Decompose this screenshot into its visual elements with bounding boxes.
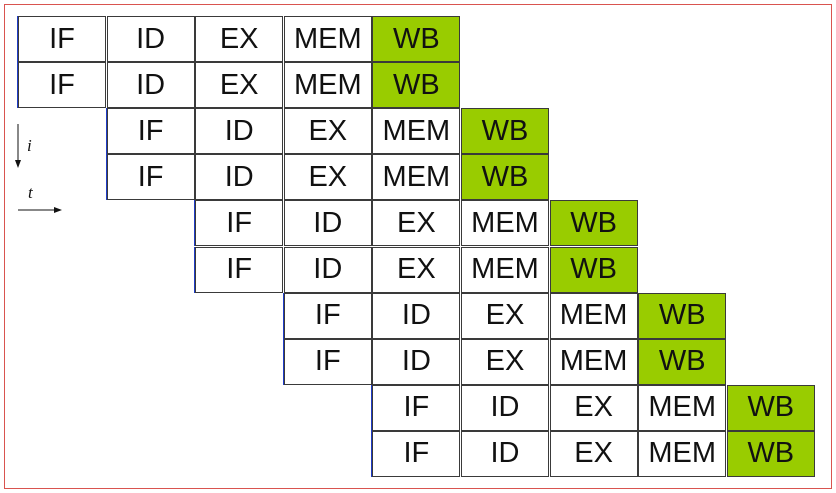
stage-cell-wb: WB — [549, 246, 638, 293]
stage-cell-if: IF — [195, 246, 284, 293]
vertical-axis-label: i — [27, 136, 32, 155]
stage-cell-if: IF — [372, 430, 461, 477]
stage-cell-mem: MEM — [461, 246, 549, 293]
stage-cell-ex: EX — [195, 62, 284, 109]
stage-cell-ex: EX — [549, 430, 638, 477]
stage-cell-mem: MEM — [549, 338, 638, 385]
stage-cell-mem: MEM — [638, 384, 727, 431]
stage-cell-mem: MEM — [372, 154, 461, 201]
stage-cell-id: ID — [195, 154, 284, 201]
stage-cell-ex: EX — [283, 154, 372, 201]
stage-cell-id: ID — [283, 246, 372, 293]
stage-cell-if: IF — [18, 62, 106, 109]
diagram-frame — [4, 4, 832, 489]
stage-cell-if: IF — [283, 338, 372, 385]
stage-cell-id: ID — [283, 200, 372, 247]
stage-cell-wb: WB — [726, 384, 815, 431]
stage-cell-ex: EX — [461, 338, 549, 385]
stage-cell-ex: EX — [283, 108, 372, 155]
stage-cell-id: ID — [372, 338, 461, 385]
stage-cell-ex: EX — [195, 16, 284, 62]
stage-cell-wb: WB — [638, 292, 727, 339]
stage-cell-if: IF — [106, 154, 195, 201]
stage-cell-if: IF — [195, 200, 284, 247]
stage-cell-id: ID — [461, 430, 549, 477]
stage-cell-id: ID — [461, 384, 549, 431]
stage-cell-id: ID — [195, 108, 284, 155]
stage-cell-if: IF — [106, 108, 195, 155]
stage-cell-mem: MEM — [549, 292, 638, 339]
stage-cell-mem: MEM — [283, 16, 372, 62]
stage-cell-id: ID — [106, 62, 195, 109]
horizontal-axis-arrow — [18, 207, 62, 213]
stage-cell-wb: WB — [726, 430, 815, 477]
stage-cell-ex: EX — [372, 200, 461, 247]
stage-cell-ex: EX — [461, 292, 549, 339]
stage-cell-mem: MEM — [372, 108, 461, 155]
stage-cell-if: IF — [18, 16, 106, 62]
stage-cell-ex: EX — [549, 384, 638, 431]
vertical-axis-arrow — [15, 124, 21, 168]
stage-cell-wb: WB — [461, 108, 549, 155]
stage-cell-wb: WB — [461, 154, 549, 201]
stage-cell-wb: WB — [549, 200, 638, 247]
stage-cell-wb: WB — [638, 338, 727, 385]
stage-cell-id: ID — [372, 292, 461, 339]
stage-cell-mem: MEM — [461, 200, 549, 247]
stage-cell-wb: WB — [372, 62, 461, 109]
stage-cell-mem: MEM — [283, 62, 372, 109]
stage-cell-id: ID — [106, 16, 195, 62]
stage-cell-mem: MEM — [638, 430, 727, 477]
stage-cell-if: IF — [283, 292, 372, 339]
stage-cell-ex: EX — [372, 246, 461, 293]
stage-cell-wb: WB — [372, 16, 461, 62]
stage-cell-if: IF — [372, 384, 461, 431]
horizontal-axis-label: t — [28, 183, 33, 202]
